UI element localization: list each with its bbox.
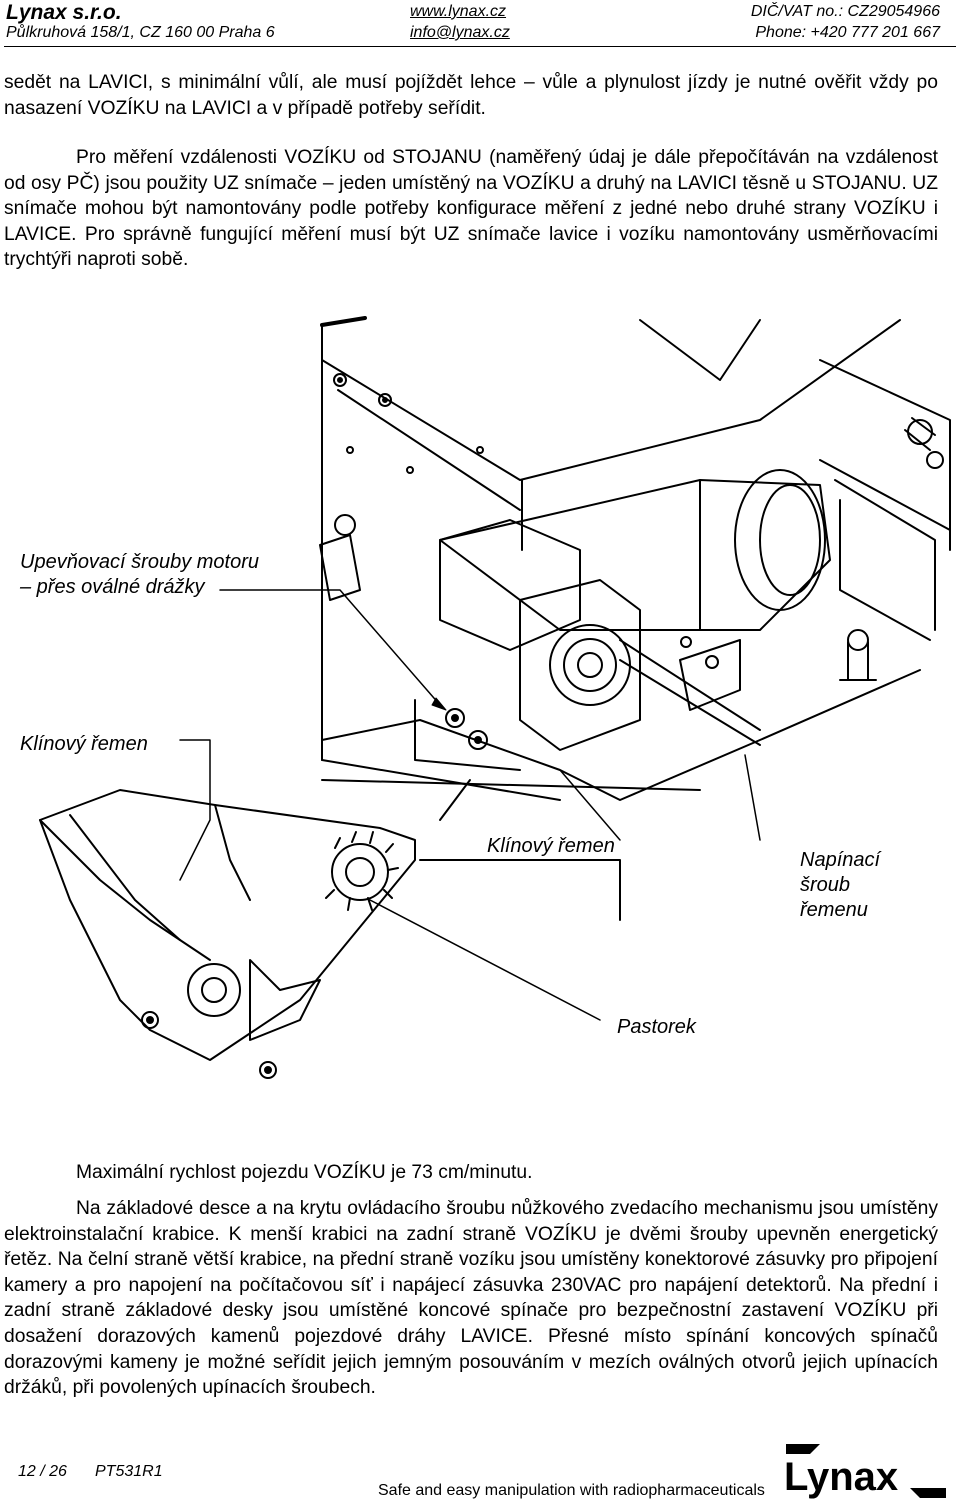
intro-paragraph: sedět na LAVICI, s minimální vůlí, ale m… (4, 72, 938, 119)
svg-text:Lynax: Lynax (784, 1455, 898, 1499)
electrical-boxes-paragraph: Na základové desce a na krytu ovládacího… (4, 1198, 938, 1399)
email-link[interactable]: info@lynax.cz (410, 24, 510, 41)
speed-paragraph: Maximální rychlost pojezdu VOZÍKU je 73 … (76, 1162, 533, 1183)
callout-v-belt-left: Klínový řemen (20, 733, 148, 755)
measurement-paragraph: Pro měření vzdálenosti VOZÍKU od STOJANU… (4, 147, 938, 271)
callout-motor-screws-line2: – přes oválné drážky (20, 576, 205, 598)
lynax-logo: Lynax (784, 1444, 946, 1499)
page-number: 12 / 26 (18, 1463, 67, 1480)
footer-tagline: Safe and easy manipulation with radiopha… (378, 1482, 765, 1499)
callout-tension-line2: šroub (800, 874, 851, 896)
company-name: Lynax s.r.o. (6, 1, 122, 24)
drive-mechanism-figure: Upevňovací šrouby motoru – přes oválné d… (0, 300, 960, 1130)
callout-motor-screws-line1: Upevňovací šrouby motoru (20, 551, 260, 573)
phone-number: Phone: +420 777 201 667 (755, 24, 940, 41)
vat-number: DIČ/VAT no.: CZ29054966 (750, 3, 940, 20)
callout-tension-line3: řemenu (800, 899, 868, 921)
document-id: PT531R1 (95, 1463, 163, 1480)
company-address: Půlkruhová 158/1, CZ 160 00 Praha 6 (6, 24, 275, 41)
drive-drawing (39, 316, 951, 1079)
callout-v-belt-right: Klínový řemen (487, 835, 615, 857)
website-link[interactable]: www.lynax.cz (410, 3, 507, 20)
callout-tension-line1: Napínací (800, 849, 881, 871)
callout-pinion: Pastorek (617, 1016, 696, 1038)
page-header: Lynax s.r.o. Půlkruhová 158/1, CZ 160 00… (0, 0, 960, 46)
header-divider (4, 46, 956, 47)
